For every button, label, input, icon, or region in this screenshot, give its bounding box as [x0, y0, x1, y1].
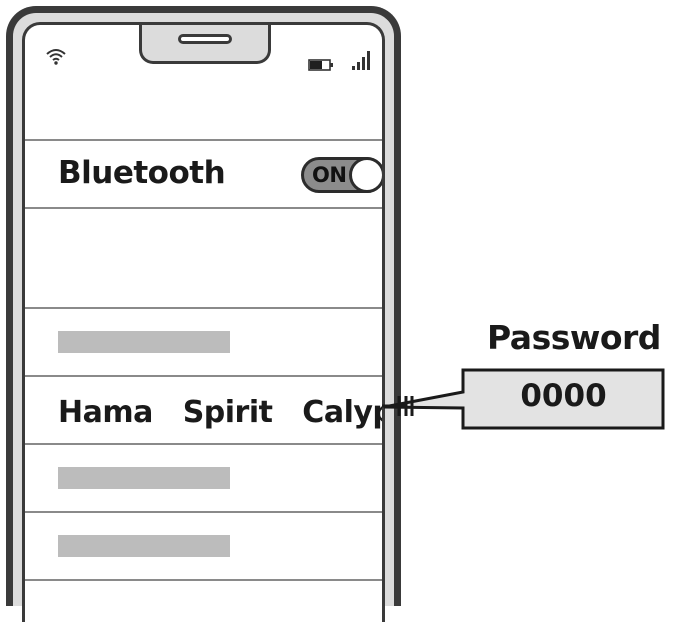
device-placeholder	[58, 467, 230, 489]
bluetooth-toggle[interactable]: ON	[301, 157, 382, 193]
device-item-selected[interactable]: Hama Spirit Calypso	[25, 375, 382, 443]
wifi-icon	[46, 49, 66, 65]
password-callout	[382, 368, 665, 430]
phone-screen: Bluetooth ON Hama Spirit Calypso	[22, 22, 385, 622]
toggle-state-label: ON	[312, 163, 347, 187]
device-placeholder	[58, 331, 230, 353]
pairing-connector-icon	[382, 396, 414, 416]
list-item[interactable]	[25, 579, 382, 622]
device-placeholder	[58, 535, 230, 557]
password-title: Password	[487, 318, 661, 357]
signal-icon	[352, 51, 370, 70]
password-value: 0000	[520, 378, 607, 414]
list-item[interactable]	[25, 511, 382, 579]
list-item[interactable]	[25, 443, 382, 511]
list-item[interactable]	[25, 307, 382, 375]
bluetooth-label: Bluetooth	[58, 155, 226, 191]
toggle-knob	[349, 157, 382, 193]
speaker-icon	[178, 34, 232, 44]
device-name: Hama Spirit Calypso	[58, 395, 382, 430]
spacer-row	[25, 207, 382, 307]
phone-notch	[139, 25, 271, 64]
phone-frame: Bluetooth ON Hama Spirit Calypso	[6, 6, 401, 622]
bluetooth-row: Bluetooth ON	[25, 139, 382, 207]
battery-icon	[308, 59, 333, 71]
